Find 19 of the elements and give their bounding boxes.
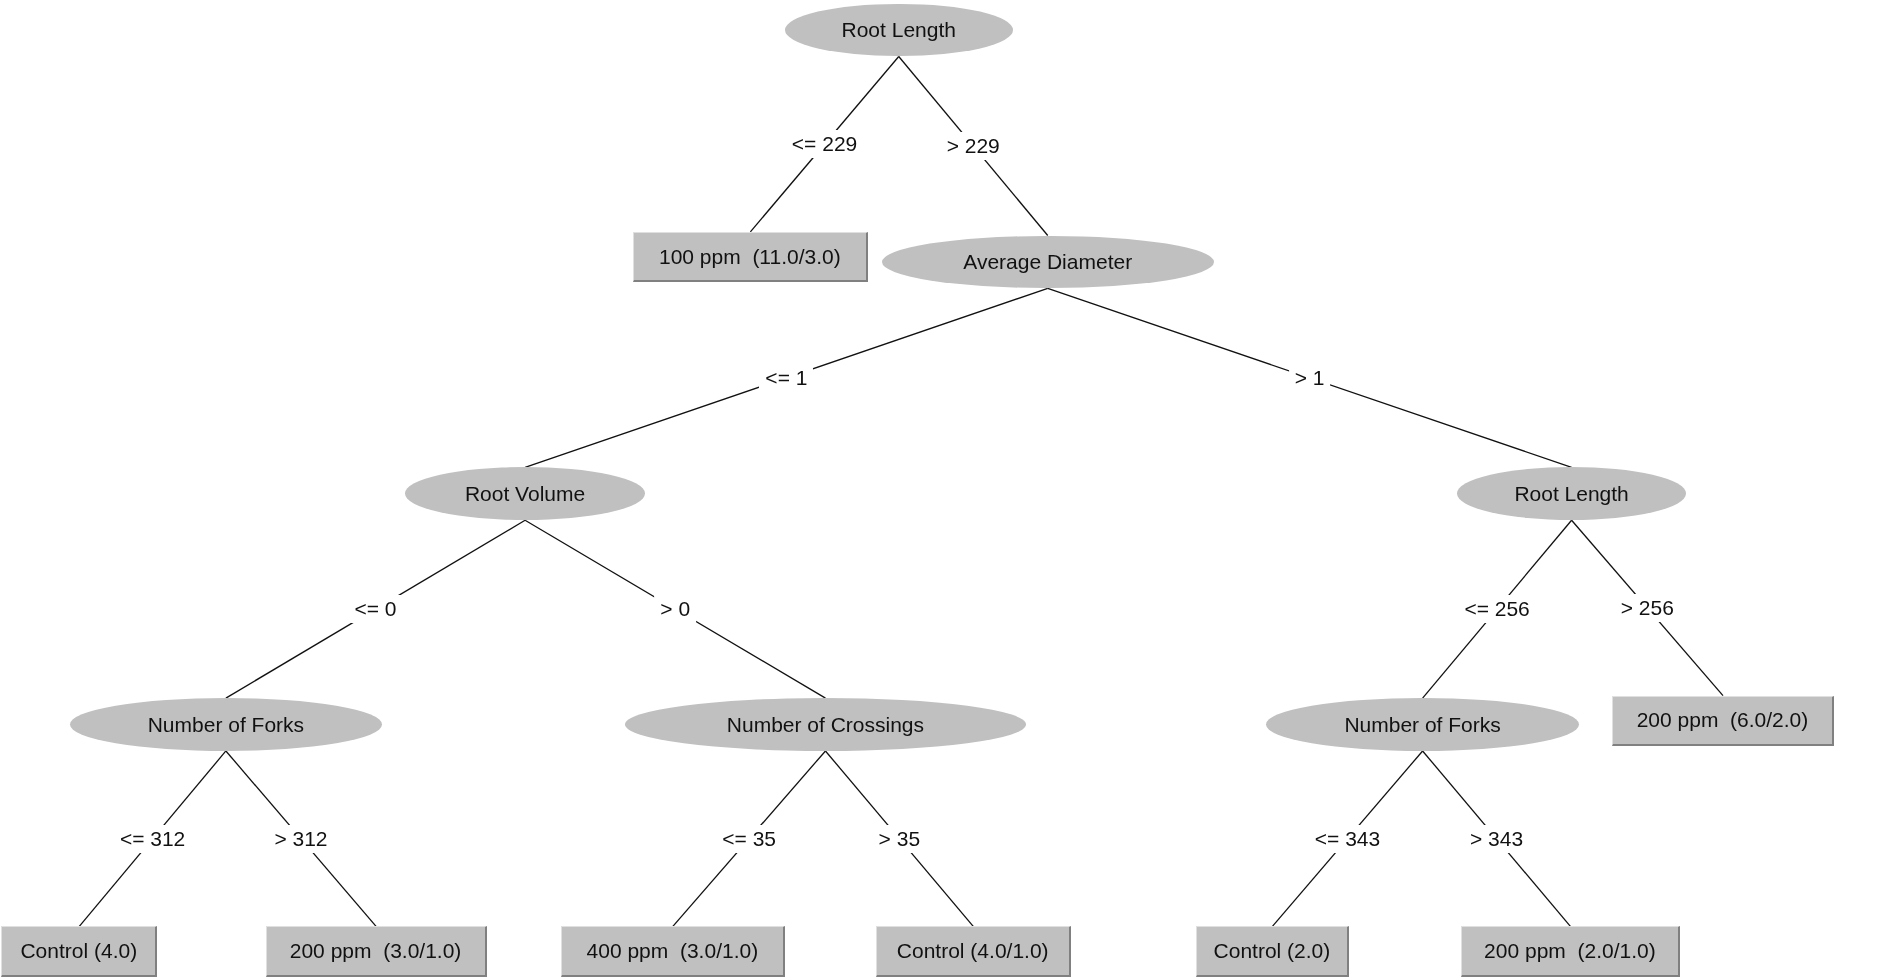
attribute-ellipse: Root Length — [1457, 467, 1686, 521]
leaf-box: Control (4.0) — [1, 926, 158, 977]
attribute-ellipse: Average Diameter — [881, 235, 1214, 289]
branch-line — [1047, 287, 1573, 469]
attribute-ellipse: Number of Forks — [1266, 698, 1579, 751]
branch-line — [524, 287, 1049, 469]
attribute-ellipse: Number of Forks — [69, 698, 383, 751]
leaf-box: 200 ppm (6.0/2.0) — [1612, 695, 1834, 747]
leaf-box: Control (4.0/1.0) — [875, 926, 1071, 977]
edge-label: <= 0 — [348, 595, 403, 624]
attribute-ellipse: Root Length — [784, 3, 1013, 57]
leaf-box: 100 ppm (11.0/3.0) — [633, 231, 868, 283]
leaf-box: 200 ppm (3.0/1.0) — [265, 926, 487, 977]
attribute-ellipse: Root Volume — [404, 467, 646, 521]
leaf-box: 200 ppm (2.0/1.0) — [1461, 926, 1680, 977]
leaf-box: Control (2.0) — [1195, 926, 1350, 977]
edge-label: > 0 — [654, 595, 697, 624]
attribute-ellipse: Number of Crossings — [624, 698, 1027, 751]
leaf-box: 400 ppm (3.0/1.0) — [561, 926, 785, 977]
